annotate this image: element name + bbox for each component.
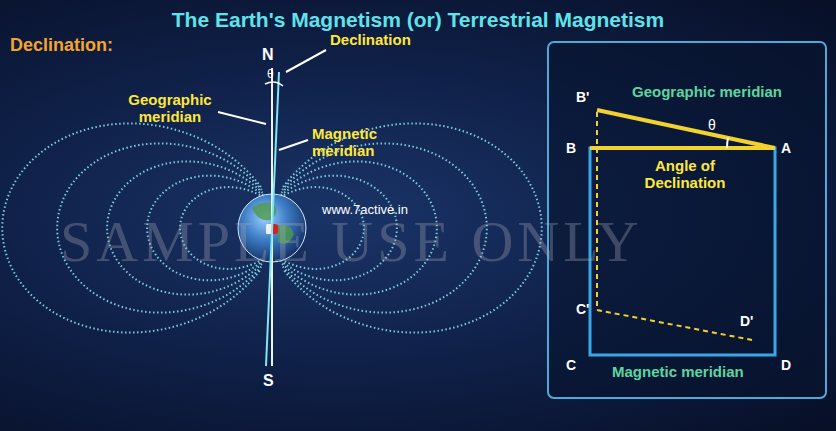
title: The Earth's Magnetism (or) Terrestrial M… [0, 8, 836, 31]
leader-line [218, 112, 266, 124]
callout-label: Angle of Declination [640, 158, 730, 191]
pole-label: N [262, 46, 274, 64]
line-label: Geographic meridian [632, 84, 782, 101]
point-label: A [781, 141, 791, 156]
angle-arc [265, 82, 283, 86]
angle-arc [727, 138, 728, 148]
section-heading: Declination: [10, 36, 113, 56]
point-label: D' [740, 314, 753, 329]
leader-line [286, 50, 326, 72]
pole-label: S [263, 372, 274, 390]
watermark: SAMPLE USE ONLY [60, 210, 643, 274]
angle-symbol: θ [708, 118, 716, 133]
callout-label: Magnetic meridian [312, 126, 392, 159]
dashed-line [597, 310, 752, 340]
line-label: Magnetic meridian [612, 364, 744, 381]
point-label: C' [576, 302, 589, 317]
leader-line [279, 140, 308, 150]
angle-symbol: θ [267, 68, 274, 81]
callout-label: Geographic meridian [120, 92, 220, 125]
callout-label: Declination [330, 32, 411, 49]
point-label: D [781, 358, 791, 373]
point-label: B' [576, 90, 589, 105]
magnetic-line-ab [590, 146, 775, 150]
geographic-line-ab [597, 110, 775, 148]
point-label: B [566, 141, 576, 156]
point-label: C [566, 358, 576, 373]
